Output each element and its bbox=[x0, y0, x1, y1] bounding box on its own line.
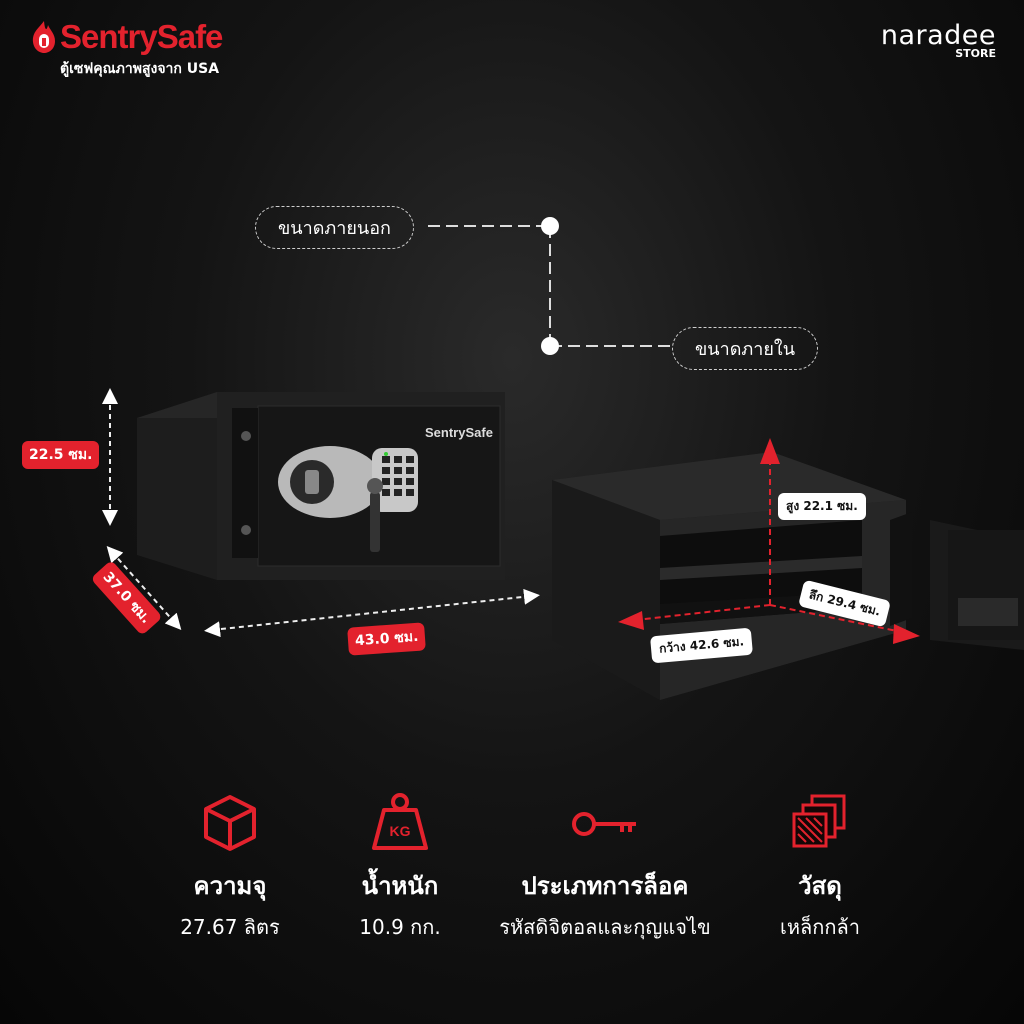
spec-lock-type: ประเภทการล็อค รหัสดิจิตอลและกุญแจไข bbox=[495, 790, 715, 943]
store-logo: naradee STORE bbox=[881, 20, 996, 60]
spec-title: ความจุ bbox=[193, 872, 267, 900]
inner-size-callout: ขนาดภายใน bbox=[672, 327, 819, 370]
spec-weight: KG น้ำหนัก 10.9 กก. bbox=[290, 790, 510, 943]
brand-tagline: ตู้เซฟคุณภาพสูงจาก USA bbox=[60, 61, 220, 77]
box-icon bbox=[120, 790, 340, 852]
store-sub: STORE bbox=[955, 47, 996, 60]
spec-value: รหัสดิจิตอลและกุญแจไข bbox=[499, 915, 711, 939]
steel-plates-icon bbox=[710, 790, 930, 852]
spec-material: วัสดุ เหล็กกล้า bbox=[710, 790, 930, 943]
spec-value: 10.9 กก. bbox=[359, 915, 441, 939]
spec-value: 27.67 ลิตร bbox=[180, 915, 280, 939]
key-icon bbox=[495, 790, 715, 852]
weight-icon: KG bbox=[290, 790, 510, 852]
inner-height-label: สูง 22.1 ซม. bbox=[778, 493, 866, 520]
flame-shield-icon bbox=[32, 21, 55, 53]
spec-title: วัสดุ bbox=[798, 872, 842, 900]
store-name: naradee bbox=[880, 20, 996, 51]
spec-title: ประเภทการล็อค bbox=[521, 872, 689, 900]
brand-name: SentrySafe bbox=[30, 18, 223, 56]
spec-value: เหล็กกล้า bbox=[780, 915, 860, 939]
safe-front-logo: SentrySafe bbox=[425, 425, 493, 440]
outer-height-label: 22.5 ซม. bbox=[22, 441, 100, 469]
spec-capacity: ความจุ 27.67 ลิตร bbox=[120, 790, 340, 943]
svg-text:KG: KG bbox=[390, 823, 411, 839]
outer-size-callout: ขนาดภายนอก bbox=[255, 206, 414, 249]
spec-title: น้ำหนัก bbox=[361, 872, 439, 900]
brand-logo: SentrySafe ตู้เซฟคุณภาพสูงจาก USA bbox=[30, 18, 223, 80]
